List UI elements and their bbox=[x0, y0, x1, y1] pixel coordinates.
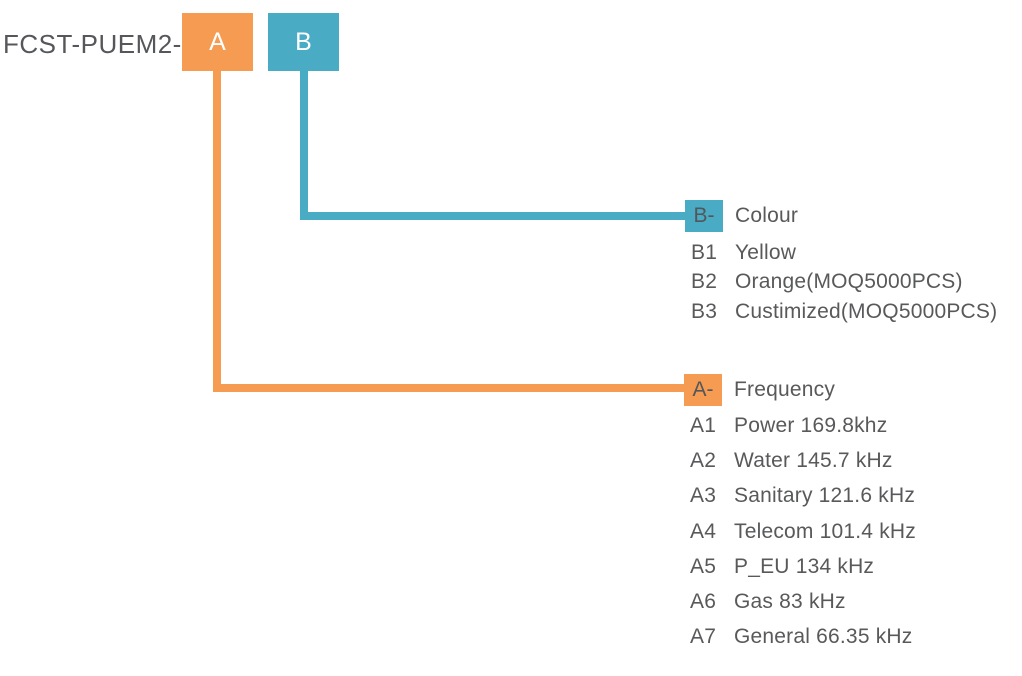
option-code: A4 bbox=[690, 519, 717, 543]
option-row-a1: A1 Power 169.8khz bbox=[684, 408, 1022, 443]
option-row-b2: B2 Orange(MOQ5000PCS) bbox=[685, 268, 1022, 298]
option-label: Sanitary 121.6 kHz bbox=[734, 484, 916, 508]
option-row-a6: A6 Gas 83 kHz bbox=[684, 584, 1022, 619]
option-row-a7: A7 General 66.35 kHz bbox=[684, 620, 1022, 655]
option-row-a2: A2 Water 145.7 kHz bbox=[684, 443, 1022, 478]
section-frequency: A- Frequency A1 Power 169.8khz A2 Water … bbox=[684, 374, 1022, 655]
product-code-label: FCST-PUEM2-- bbox=[3, 29, 191, 59]
option-code: A1 bbox=[690, 413, 717, 437]
section-colour-heading: B- Colour bbox=[685, 200, 1022, 232]
option-row-b1: B1 Yellow bbox=[685, 238, 1022, 268]
option-code: B1 bbox=[691, 240, 718, 264]
legend-box-a: A- bbox=[684, 374, 722, 406]
option-code: B3 bbox=[691, 299, 718, 323]
option-code: A7 bbox=[690, 625, 717, 649]
option-row-b3: B3 Custimized(MOQ5000PCS) bbox=[685, 297, 1022, 327]
section-colour-title: Colour bbox=[735, 204, 799, 227]
legend-box-b: B- bbox=[685, 200, 723, 232]
colour-options-list: B1 Yellow B2 Orange(MOQ5000PCS) B3 Custi… bbox=[685, 238, 1022, 327]
option-label: Power 169.8khz bbox=[734, 413, 888, 437]
option-label: Custimized(MOQ5000PCS) bbox=[735, 299, 998, 323]
option-label: Water 145.7 kHz bbox=[734, 448, 893, 472]
option-label: Yellow bbox=[735, 240, 797, 264]
connector-a-horizontal-line bbox=[213, 384, 685, 392]
code-box-b-letter: B bbox=[295, 27, 312, 56]
section-frequency-heading: A- Frequency bbox=[684, 374, 1022, 406]
option-row-a5: A5 P_EU 134 kHz bbox=[684, 549, 1022, 584]
connector-b-horizontal-line bbox=[300, 212, 685, 220]
option-label: General 66.35 kHz bbox=[734, 625, 913, 649]
option-row-a4: A4 Telecom 101.4 kHz bbox=[684, 514, 1022, 549]
option-code: A3 bbox=[690, 484, 717, 508]
option-label: Orange(MOQ5000PCS) bbox=[735, 270, 963, 294]
option-label: Gas 83 kHz bbox=[734, 590, 846, 614]
option-code: A5 bbox=[690, 554, 717, 578]
code-box-a: A bbox=[182, 13, 253, 71]
code-box-a-letter: A bbox=[209, 27, 226, 56]
option-code: A2 bbox=[690, 448, 717, 472]
connector-b-vertical-line bbox=[300, 71, 308, 220]
option-label: P_EU 134 kHz bbox=[734, 554, 875, 578]
section-colour: B- Colour B1 Yellow B2 Orange(MOQ5000PCS… bbox=[685, 200, 1022, 327]
option-row-a3: A3 Sanitary 121.6 kHz bbox=[684, 479, 1022, 514]
code-box-b: B bbox=[268, 13, 339, 71]
section-frequency-title: Frequency bbox=[734, 378, 836, 401]
option-label: Telecom 101.4 kHz bbox=[734, 519, 916, 543]
option-code: B2 bbox=[691, 270, 718, 294]
option-code: A6 bbox=[690, 590, 717, 614]
frequency-options-list: A1 Power 169.8khz A2 Water 145.7 kHz A3 … bbox=[684, 408, 1022, 655]
connector-a-vertical-line bbox=[213, 71, 221, 392]
